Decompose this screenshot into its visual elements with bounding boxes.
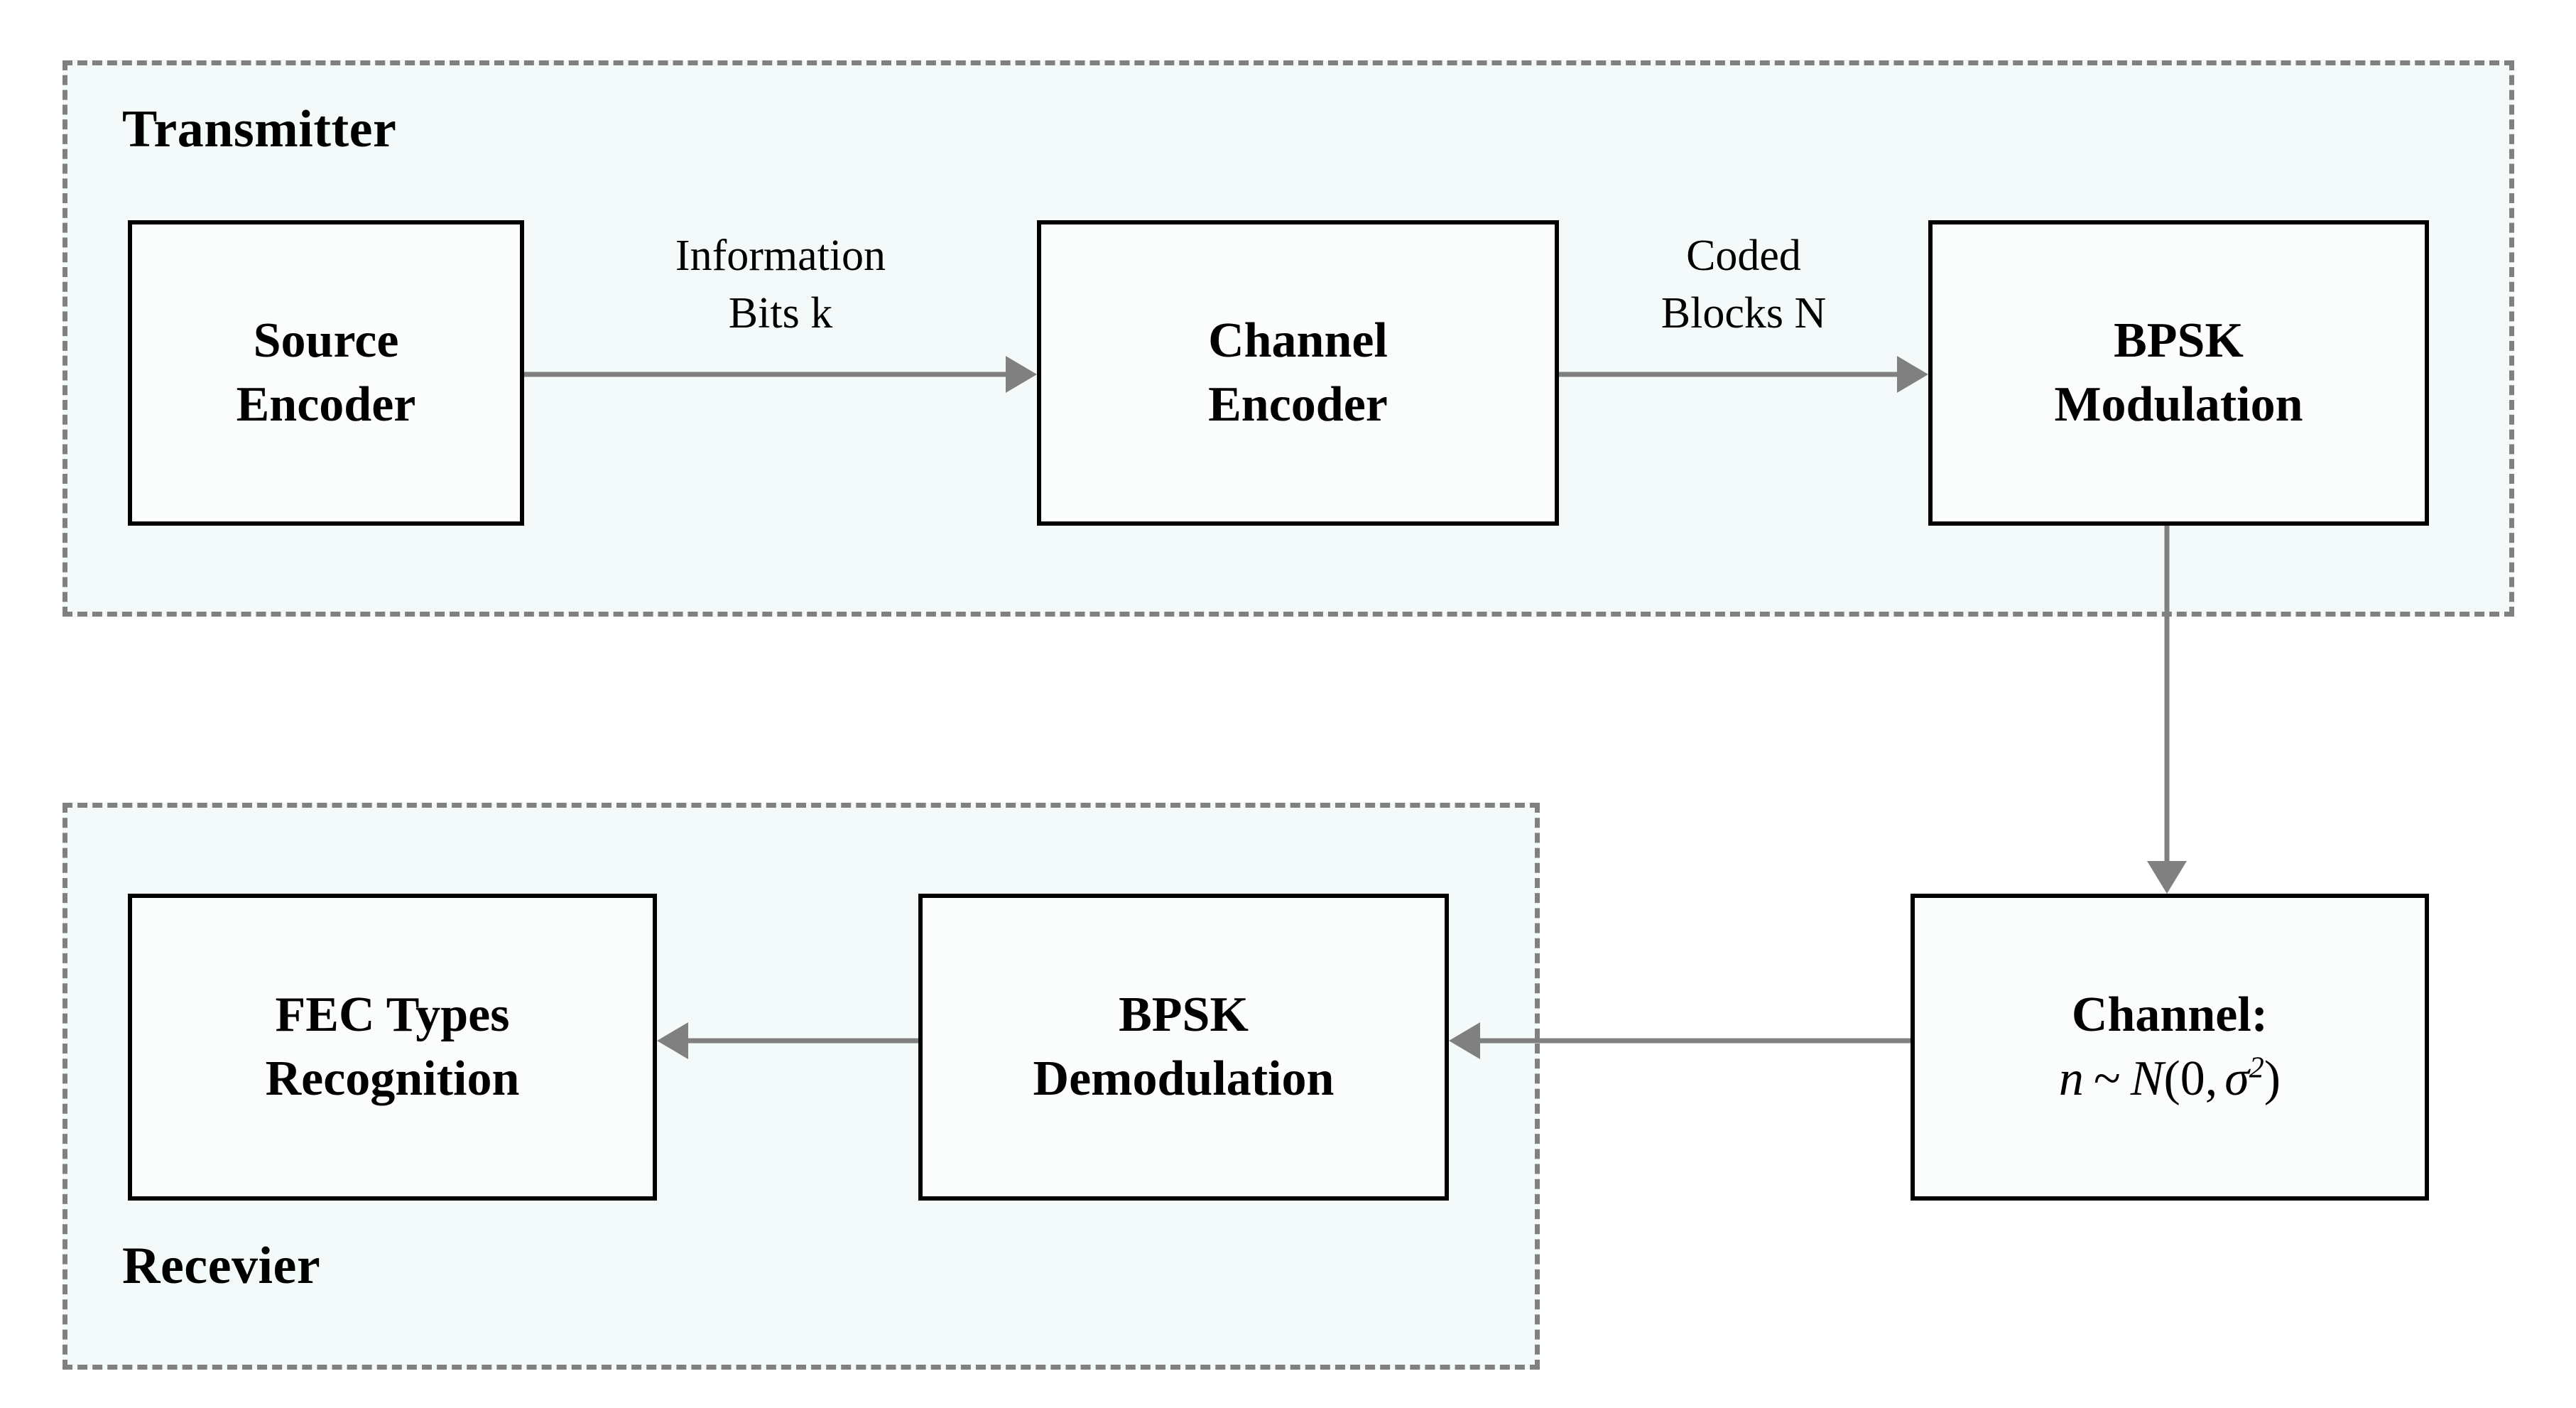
box-source-encoder-line1: Source: [253, 313, 399, 369]
box-bpsk-modulation-line2: Modulation: [2054, 377, 2303, 432]
noise-comma: ,: [2205, 1051, 2218, 1107]
arrow-channel-encoder-to-bpsk: [1559, 355, 1928, 394]
edge-label-information-bits-line1: Information: [675, 232, 886, 280]
box-bpsk-demodulation-line1: BPSK: [1119, 987, 1249, 1043]
box-bpsk-demodulation[interactable]: BPSK Demodulation: [918, 894, 1449, 1201]
arrow-shaft: [524, 372, 1009, 377]
arrowhead-right-icon: [1006, 356, 1037, 393]
noise-variable: n: [2058, 1051, 2084, 1107]
box-fec-recognition-line1: FEC Types: [275, 987, 510, 1043]
box-channel-noise-formula: n~N(0,σ2): [2059, 1046, 2281, 1111]
transmitter-label: Transmitter: [122, 100, 397, 158]
noise-tilde: ~: [2093, 1051, 2121, 1107]
box-channel-encoder[interactable]: Channel Encoder: [1037, 220, 1559, 526]
edge-label-coded-blocks-line2: Blocks N: [1661, 288, 1827, 337]
receiver-label: Recevier: [122, 1237, 321, 1295]
noise-paren-open: (: [2163, 1051, 2180, 1107]
edge-label-coded-blocks: Coded Blocks N: [1573, 227, 1914, 342]
arrow-demodulation-to-fec: [657, 1022, 918, 1060]
box-bpsk-modulation-line1: BPSK: [2114, 313, 2244, 369]
box-source-encoder[interactable]: Source Encoder: [128, 220, 524, 526]
box-channel-encoder-line1: Channel: [1208, 313, 1388, 369]
box-source-encoder-line2: Encoder: [236, 377, 416, 432]
edge-label-information-bits: Information Bits k: [595, 227, 966, 342]
noise-sigma: σ: [2224, 1051, 2249, 1107]
arrow-shaft: [1477, 1038, 1911, 1044]
arrowhead-left-icon: [657, 1022, 688, 1059]
noise-mean: 0: [2180, 1051, 2205, 1107]
box-fec-recognition-line2: Recognition: [265, 1051, 520, 1106]
edge-label-coded-blocks-line1: Coded: [1686, 232, 1801, 280]
box-channel[interactable]: Channel: n~N(0,σ2): [1911, 894, 2429, 1201]
box-bpsk-modulation[interactable]: BPSK Modulation: [1928, 220, 2429, 526]
noise-distribution: N: [2130, 1051, 2164, 1107]
noise-exponent: 2: [2249, 1051, 2264, 1085]
box-fec-recognition[interactable]: FEC Types Recognition: [128, 894, 657, 1201]
box-channel-encoder-line2: Encoder: [1208, 377, 1388, 432]
arrowhead-right-icon: [1897, 356, 1928, 393]
arrow-channel-to-demodulation: [1449, 1022, 1911, 1060]
arrow-shaft: [2164, 526, 2170, 864]
arrow-source-to-channel-encoder: [524, 355, 1037, 394]
arrow-shaft: [1559, 372, 1900, 377]
box-channel-line1: Channel:: [2071, 987, 2268, 1042]
arrowhead-down-icon: [2147, 861, 2187, 894]
arrow-shaft: [685, 1038, 918, 1044]
arrow-bpsk-to-channel: [2147, 526, 2187, 894]
arrowhead-left-icon: [1449, 1022, 1480, 1059]
noise-paren-close: ): [2263, 1051, 2281, 1107]
box-bpsk-demodulation-line2: Demodulation: [1033, 1051, 1335, 1106]
edge-label-information-bits-line2: Bits k: [728, 288, 833, 337]
